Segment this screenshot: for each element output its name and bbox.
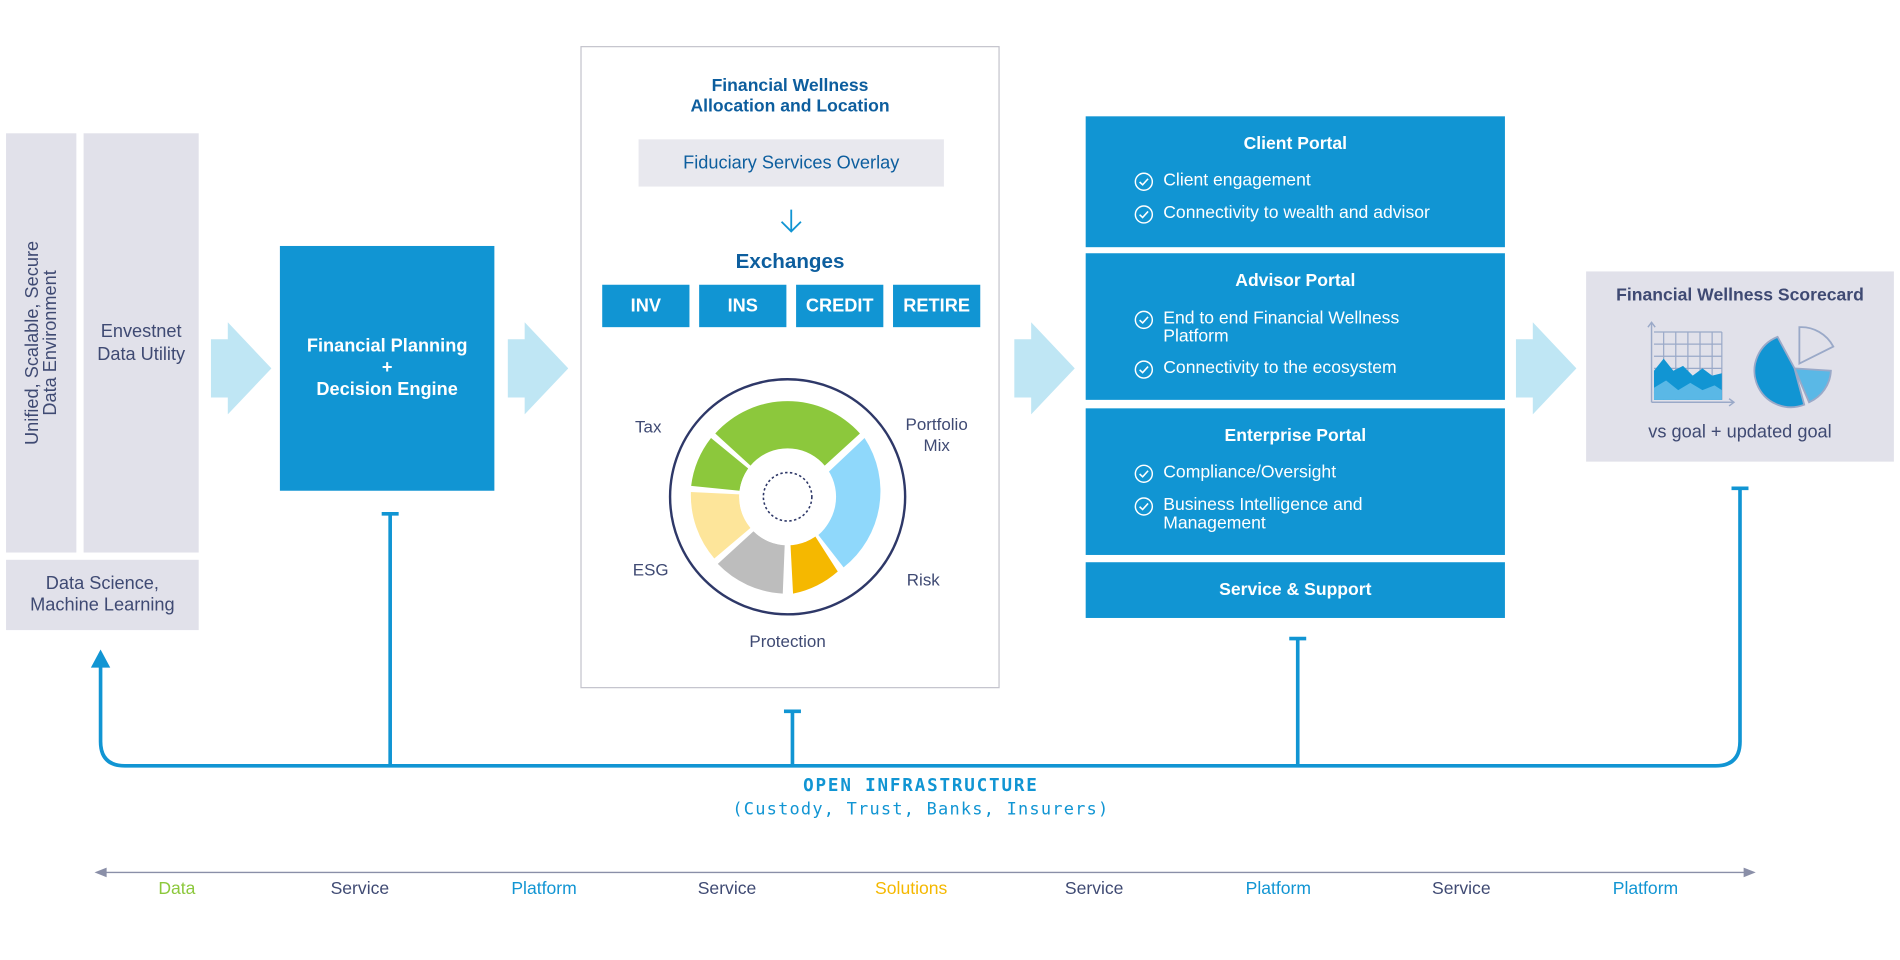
data-utility-panel: Envestnet Data Utility	[83, 133, 199, 553]
data-environment-panel	[6, 133, 77, 553]
check-circle-icon	[1134, 497, 1154, 516]
bottom-label-service: Service	[330, 879, 390, 900]
bottom-label-service: Service	[697, 879, 757, 900]
scorecard-panel: Financial Wellness Scorecard vs goal + u…	[1586, 271, 1894, 462]
bottom-label-solutions: Solutions	[875, 879, 948, 900]
fiduciary-overlay-label: Fiduciary Services Overlay	[683, 152, 900, 174]
wheel-inner-hole	[739, 448, 837, 546]
exchange-inv[interactable]: INV	[602, 284, 690, 328]
wheel-segment-esg	[690, 491, 751, 559]
wheel-outer-ring	[668, 378, 907, 616]
client-portal-title: Client Portal	[1243, 134, 1348, 154]
financial-planning-label: Financial Planning + Decision Engine	[306, 335, 468, 400]
bottom-label-platform: Platform	[1245, 879, 1312, 900]
wheel-segment-tax	[691, 438, 749, 491]
advisor-portal-item-label: Connectivity to the ecosystem	[1163, 358, 1397, 379]
wellness-card-title: Financial Wellness Allocation and Locati…	[690, 76, 890, 117]
wheel-label-protection: Protection	[749, 631, 826, 651]
wheel-center-dotted	[762, 471, 813, 522]
exchange-ins[interactable]: INS	[699, 284, 787, 328]
wellness-wheel	[668, 378, 907, 616]
pie-chart-icon	[1753, 326, 1835, 409]
area-chart-icon	[1647, 321, 1736, 407]
infrastructure-subtitle: (Custody, Trust, Banks, Insurers)	[732, 799, 1110, 820]
wheel-segment-protection	[717, 531, 785, 594]
wheel-label-risk: Risk	[906, 569, 940, 589]
client-portal-panel: Client Portal Client engagement Connecti…	[1085, 116, 1505, 248]
exchanges-title: Exchanges	[735, 249, 845, 273]
wheel-label-esg: ESG	[632, 559, 669, 580]
down-arrow-icon	[780, 209, 802, 233]
client-portal-item-label: Client engagement	[1163, 170, 1311, 191]
enterprise-portal-panel: Enterprise Portal Compliance/Oversight B…	[1085, 408, 1505, 555]
bottom-double-arrow	[94, 867, 1756, 878]
check-circle-icon	[1134, 172, 1154, 191]
data-science-label: Data Science, Machine Learning	[30, 573, 175, 616]
wheel-segment-tax-portfolio-top	[715, 401, 860, 466]
enterprise-portal-item-label: Business Intelligence and Management	[1163, 495, 1363, 534]
bottom-label-platform: Platform	[1612, 879, 1679, 900]
wheel-segment-risk	[790, 534, 838, 594]
check-circle-icon	[1134, 205, 1154, 224]
exchange-credit[interactable]: CREDIT	[796, 284, 884, 328]
flow-arrow-3	[1014, 322, 1075, 415]
flow-arrow-1	[210, 322, 272, 415]
bottom-label-platform: Platform	[511, 879, 577, 900]
wheel-label-tax: Tax	[635, 416, 662, 437]
fiduciary-overlay-box: Fiduciary Services Overlay	[638, 139, 944, 187]
bottom-label-data: Data	[158, 879, 196, 900]
wheel-label-portfolio-mix: Portfolio Mix	[905, 414, 968, 455]
advisor-portal-panel: Advisor Portal End to end Financial Well…	[1085, 253, 1505, 400]
up-arrow-head	[90, 649, 111, 668]
wheel-segment-portfolio-mix	[818, 438, 881, 568]
bottom-label-service: Service	[1064, 879, 1124, 900]
data-science-panel: Data Science, Machine Learning	[6, 559, 199, 631]
infrastructure-title: OPEN INFRASTRUCTURE	[803, 776, 1039, 797]
client-portal-item-label: Connectivity to wealth and advisor	[1163, 203, 1430, 223]
check-circle-icon	[1134, 464, 1154, 483]
flow-arrow-4	[1515, 322, 1577, 415]
exchange-retire[interactable]: RETIRE	[893, 284, 981, 328]
advisor-portal-title: Advisor Portal	[1235, 271, 1356, 291]
enterprise-portal-title: Enterprise Portal	[1224, 426, 1367, 446]
scorecard-caption: vs goal + updated goal	[1648, 421, 1832, 443]
data-utility-label: Envestnet Data Utility	[97, 321, 186, 365]
check-circle-icon	[1134, 360, 1154, 379]
service-support-label: Service & Support	[1219, 580, 1372, 600]
flow-arrow-2	[507, 322, 569, 415]
bottom-label-service: Service	[1432, 879, 1491, 900]
financial-planning-box: Financial Planning + Decision Engine	[279, 245, 495, 491]
financial-wellness-card: Financial Wellness Allocation and Locati…	[580, 46, 1000, 689]
check-circle-icon	[1134, 310, 1154, 330]
advisor-portal-item-label: End to end Financial Wellness Platform	[1163, 308, 1400, 347]
enterprise-portal-item-label: Compliance/Oversight	[1163, 462, 1337, 483]
service-support-panel: Service & Support	[1085, 562, 1505, 618]
scorecard-title: Financial Wellness Scorecard	[1616, 285, 1864, 306]
